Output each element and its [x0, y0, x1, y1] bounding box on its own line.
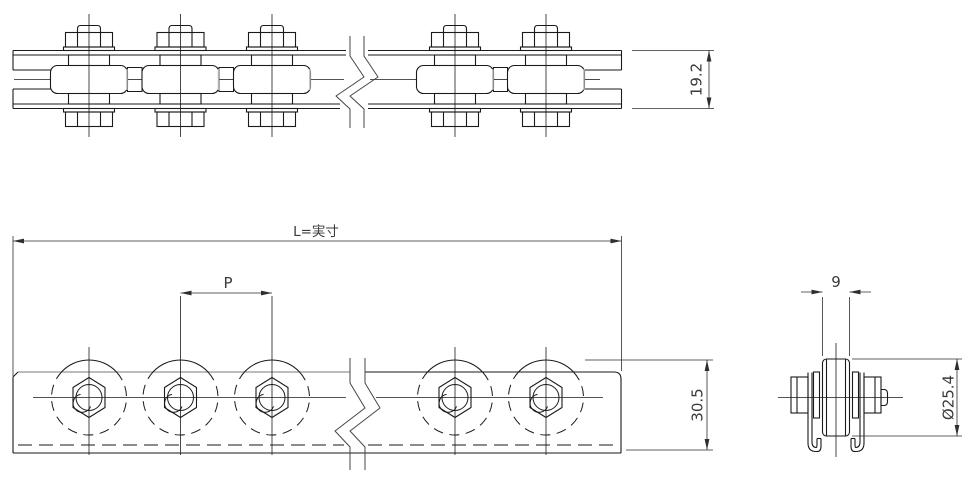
roller-width-label: 9 [831, 273, 841, 291]
side-view: L=実寸 P 30.5 [12, 224, 713, 470]
overall-height-label: 30.5 [688, 388, 706, 421]
pitch-label: P [223, 274, 232, 292]
dim-roller-width: 9 [801, 273, 871, 356]
dim-roller-diameter: Ø25.4 [852, 358, 962, 437]
dim-rail-width: 19.2 [632, 50, 714, 109]
plan-geometry [12, 14, 623, 137]
plan-view: 19.2 [12, 14, 714, 137]
rail-width-label: 19.2 [687, 63, 705, 96]
end-view: 9 Ø25.4 [778, 273, 962, 457]
dim-overall-length: L=実寸 [12, 224, 622, 376]
overall-length-label: L=実寸 [293, 224, 339, 240]
dim-overall-height: 30.5 [585, 359, 713, 451]
side-geometry [12, 296, 622, 470]
end-geometry [778, 343, 903, 457]
roller-diameter-label: Ø25.4 [939, 375, 957, 420]
dim-pitch: P [180, 274, 272, 296]
